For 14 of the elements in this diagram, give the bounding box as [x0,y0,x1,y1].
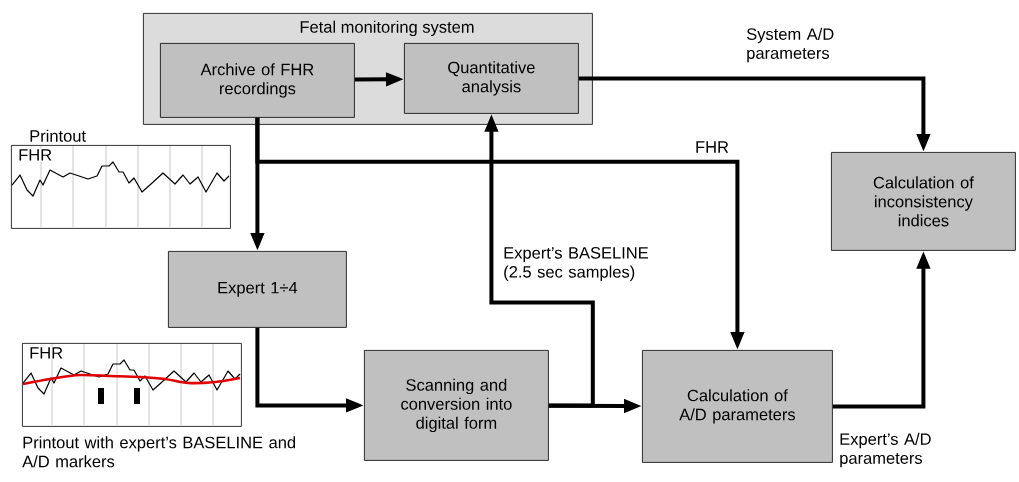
process-box: Calculation of inconsistency indices [831,152,1016,251]
process-box: Calculation of A/D parameters [642,350,833,463]
printout-drawing: Printout FHR [11,129,231,229]
printout-drawing: FHR [22,343,242,427]
edge-label: Expert’s BASELINE (2.5 sec samples) [504,247,648,281]
process-box: Scanning and conversion into digital form [364,350,549,461]
node-label: Printout [30,129,86,142]
process-box: Archive of FHR recordings [160,43,355,118]
edge-label: FHR [696,141,729,153]
edge-label: Expert’s A/D parameters [840,432,931,468]
process-box: Expert 1÷4 [168,251,347,328]
edge-label: System A/D parameters [746,27,834,63]
node-label: Printout with expert’s BASELINE and A/D markers [22,436,295,468]
process-box: Quantitative analysis [404,43,579,114]
